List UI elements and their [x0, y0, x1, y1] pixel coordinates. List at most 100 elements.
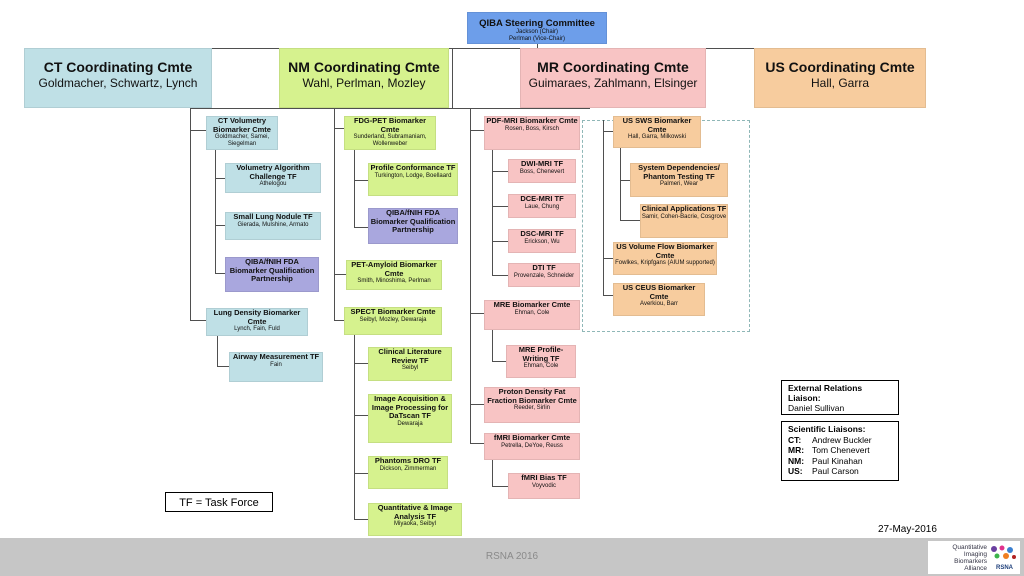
us-volume-flow-cmte[interactable]: US Volume Flow Biomarker Cmte Fowlkes, K… — [613, 242, 717, 275]
steering-committee[interactable]: QIBA Steering Committee Jackson (Chair) … — [467, 12, 607, 44]
nm-fda-partnership[interactable]: QIBA/fNIH FDA Biomarker Qualification Pa… — [368, 208, 458, 244]
liaison-name: Tom Chenevert — [812, 445, 870, 455]
node-title: fMRI Bias TF — [521, 473, 567, 482]
ct-coord-title: CT Coordinating Cmte — [43, 59, 193, 75]
logo-dots-icon: RSNA — [991, 545, 1016, 571]
connector — [603, 131, 613, 132]
small-lung-nodule-tf[interactable]: Small Lung Nodule TF Gierada, Mulshine, … — [225, 212, 321, 240]
connector — [492, 150, 493, 276]
clinical-literature-tf[interactable]: Clinical Literature Review TF Seibyl — [368, 347, 452, 381]
mre-cmte[interactable]: MRE Biomarker Cmte Ehman, Cole — [484, 300, 580, 330]
liaison-row: NM:Paul Kinahan — [788, 456, 892, 467]
connector — [354, 227, 368, 228]
connector — [492, 460, 493, 487]
connector — [492, 361, 506, 362]
liaison-key: NM: — [788, 455, 805, 466]
system-dependencies-tf[interactable]: System Dependencies/ Phantom Testing TF … — [630, 163, 728, 197]
dwi-mri-tf[interactable]: DWI-MRI TF Boss, Chenevert — [508, 159, 576, 183]
node-members: Athelogou — [259, 181, 287, 187]
node-members: Miyaoka, Seibyl — [393, 521, 437, 527]
dsc-mri-tf[interactable]: DSC-MRI TF Erickson, Wu — [508, 229, 576, 253]
node-members: Goldmacher, Samei, Siegelman — [214, 134, 270, 147]
nm-coordinating-cmte[interactable]: NM Coordinating Cmte Wahl, Perlman, Mozl… — [279, 48, 449, 108]
volumetry-algorithm-tf[interactable]: Volumetry Algorithm Challenge TF Athelog… — [225, 163, 321, 193]
node-title: Image Acquisition & Image Processing for… — [371, 394, 449, 420]
lung-density-cmte[interactable]: Lung Density Biomarker Cmte Lynch, Fain,… — [206, 308, 308, 336]
node-members: Ehman, Cole — [514, 309, 550, 316]
external-title: External Relations Liaison: — [788, 383, 863, 403]
node-members: Laue, Chung — [524, 203, 560, 210]
liaison-row: MR:Tom Chenevert — [788, 445, 892, 456]
node-members: Ehman, Cole — [523, 363, 559, 369]
mre-profile-tf[interactable]: MRE Profile-Writing TF Ehman, Cole — [506, 345, 576, 378]
node-members: Rosen, Boss, Kirsch — [504, 125, 560, 132]
connector — [603, 258, 613, 259]
external-name: Daniel Sullivan — [788, 403, 845, 413]
phantoms-dro-tf[interactable]: Phantoms DRO TF Dickson, Zimmerman — [368, 456, 448, 489]
legend: TF = Task Force — [165, 492, 273, 512]
fmri-bias-tf[interactable]: fMRI Bias TF Voyvodic — [508, 473, 580, 499]
connector — [354, 148, 355, 228]
liaison-row: CT:Andrew Buckler — [788, 435, 892, 446]
liaison-key: US: — [788, 466, 803, 476]
connector — [492, 275, 508, 276]
connector — [354, 334, 355, 520]
pet-amyloid-cmte[interactable]: PET-Amyloid Biomarker Cmte Smith, Minosh… — [346, 260, 442, 290]
connector — [537, 42, 538, 49]
node-members: Gierada, Mulshine, Armato — [237, 221, 309, 228]
node-title: QIBA/fNIH FDA Biomarker Qualification Pa… — [370, 208, 456, 234]
node-members: Voyvodic — [531, 482, 556, 489]
node-title: System Dependencies/ Phantom Testing TF — [638, 163, 720, 181]
quantitative-analysis-tf[interactable]: Quantitative & Image Analysis TF Miyaoka… — [368, 503, 462, 536]
proton-density-cmte[interactable]: Proton Density Fat Fraction Biomarker Cm… — [484, 387, 580, 423]
steering-chair: Jackson (Chair) — [515, 29, 558, 35]
dti-tf[interactable]: DTI TF Provenzale, Schneider — [508, 263, 580, 287]
dce-mri-tf[interactable]: DCE-MRI TF Laue, Chung — [508, 194, 576, 218]
us-coord-members: Hall, Garra — [810, 76, 869, 90]
us-coordinating-cmte[interactable]: US Coordinating Cmte Hall, Garra — [754, 48, 926, 108]
logo-line: Alliance — [964, 565, 987, 572]
us-sws-cmte[interactable]: US SWS Biomarker Cmte Hall, Garra, Milko… — [613, 116, 701, 148]
connector — [603, 120, 604, 296]
scientific-title: Scientific Liaisons: — [788, 424, 866, 434]
connector — [354, 180, 368, 181]
node-title: Phantoms DRO TF — [374, 456, 442, 465]
ct-coordinating-cmte[interactable]: CT Coordinating Cmte Goldmacher, Schwart… — [24, 48, 212, 108]
node-members: Dewaraja — [397, 420, 423, 427]
logo-text: Quantitative Imaging Biomarkers Alliance — [931, 544, 987, 572]
node-title: US SWS Biomarker Cmte — [622, 116, 692, 134]
ct-fda-partnership[interactable]: QIBA/fNIH FDA Biomarker Qualification Pa… — [225, 257, 319, 292]
clinical-applications-tf[interactable]: Clinical Applications TF Samir, Cohen-Ba… — [640, 204, 728, 238]
steering-vice-chair: Perlman (Vice-Chair) — [509, 36, 565, 42]
pdf-mri-cmte[interactable]: PDF-MRI Biomarker Cmte Rosen, Boss, Kirs… — [484, 116, 580, 150]
scientific-liaisons-box: Scientific Liaisons: CT:Andrew Buckler M… — [781, 421, 899, 481]
connector — [215, 178, 225, 179]
connector — [603, 295, 613, 296]
connector — [354, 363, 368, 364]
datscan-tf[interactable]: Image Acquisition & Image Processing for… — [368, 394, 452, 443]
nm-coord-title: NM Coordinating Cmte — [288, 59, 440, 75]
airway-measurement-tf[interactable]: Airway Measurement TF Fain — [229, 352, 323, 382]
connector — [334, 108, 335, 321]
node-title: Airway Measurement TF — [232, 352, 320, 361]
spect-cmte[interactable]: SPECT Biomarker Cmte Seibyl, Mozley, Dew… — [344, 307, 442, 335]
connector — [492, 486, 508, 487]
connector — [470, 443, 484, 444]
connector — [452, 48, 453, 108]
node-title: US Volume Flow Biomarker Cmte — [616, 242, 714, 260]
mr-coordinating-cmte[interactable]: MR Coordinating Cmte Guimaraes, Zahlmann… — [520, 48, 706, 108]
node-members: Erickson, Wu — [524, 238, 560, 245]
footer-text: RSNA 2016 — [485, 551, 539, 562]
fmri-cmte[interactable]: fMRI Biomarker Cmte Petrella, DeYoe, Reu… — [484, 433, 580, 460]
fdg-pet-cmte[interactable]: FDG-PET Biomarker Cmte Sunderland, Subra… — [344, 116, 436, 150]
liaison-name: Andrew Buckler — [812, 434, 872, 445]
steering-title: QIBA Steering Committee — [479, 18, 595, 29]
ct-volumetry-cmte[interactable]: CT Volumetry Biomarker Cmte Goldmacher, … — [206, 116, 278, 150]
node-members: Petrella, DeYoe, Reuss — [501, 442, 563, 449]
node-title: CT Volumetry Biomarker Cmte — [213, 116, 271, 134]
us-ceus-cmte[interactable]: US CEUS Biomarker Cmte Averkiou, Barr — [613, 283, 705, 316]
connector — [190, 108, 191, 321]
connector — [620, 180, 630, 181]
profile-conformance-tf[interactable]: Profile Conformance TF Turkington, Lodge… — [368, 163, 458, 196]
node-title: Clinical Literature Review TF — [378, 347, 442, 365]
